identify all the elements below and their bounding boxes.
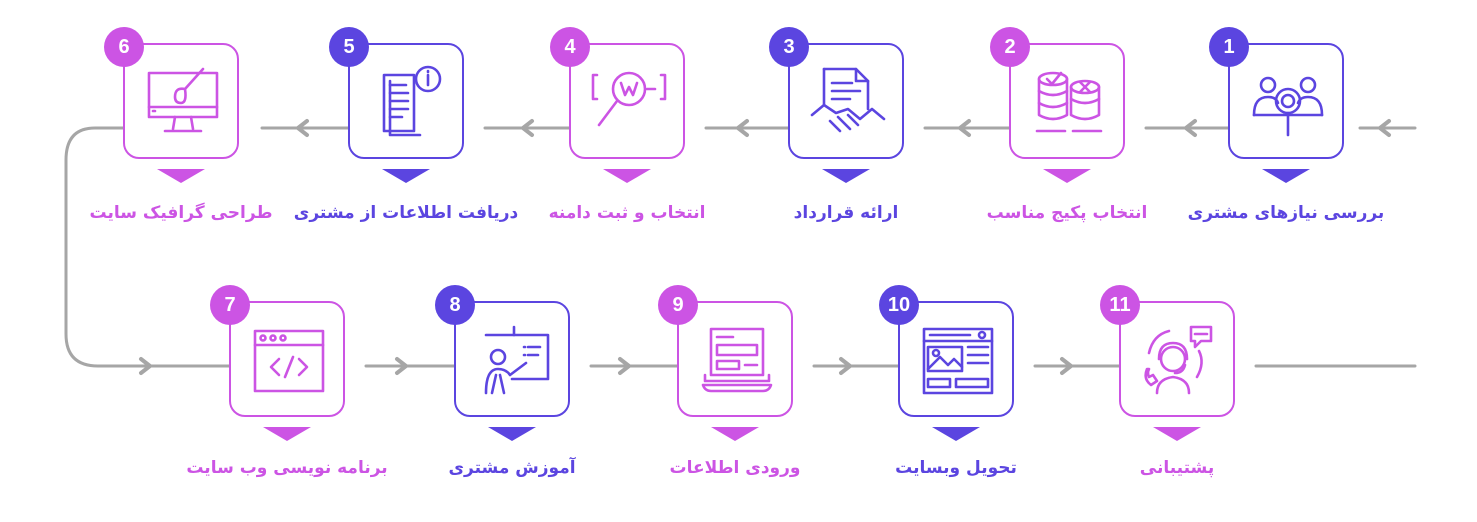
step-pointer bbox=[932, 427, 980, 441]
step-card bbox=[1009, 43, 1125, 159]
step-3: 3 bbox=[769, 27, 908, 208]
step-9: 9 bbox=[658, 285, 797, 466]
step-10: 10 bbox=[879, 285, 1018, 466]
laptop-form-icon bbox=[699, 323, 775, 399]
chevron-right-icon bbox=[618, 357, 631, 375]
step-pointer bbox=[488, 427, 536, 441]
step-pointer bbox=[157, 169, 205, 183]
step-7: 7 bbox=[210, 285, 349, 466]
chevron-right-icon bbox=[139, 357, 152, 375]
chevron-right-icon bbox=[839, 357, 852, 375]
step-number-badge: 5 bbox=[329, 27, 369, 67]
step-number-badge: 2 bbox=[990, 27, 1030, 67]
chevron-right-icon bbox=[1060, 357, 1073, 375]
step-card bbox=[569, 43, 685, 159]
step-pointer bbox=[822, 169, 870, 183]
step-card bbox=[454, 301, 570, 417]
step-2: 2 bbox=[990, 27, 1129, 208]
step-card bbox=[1119, 301, 1235, 417]
step-label: دریافت اطلاعات از مشتری bbox=[293, 203, 519, 223]
step-pointer bbox=[711, 427, 759, 441]
step-pointer bbox=[1153, 427, 1201, 441]
step-number-badge: 11 bbox=[1100, 285, 1140, 325]
step-6: 6 bbox=[104, 27, 243, 208]
step-number-badge: 7 bbox=[210, 285, 250, 325]
chevron-left-icon bbox=[296, 119, 309, 137]
coin-stacks-check-icon bbox=[1031, 65, 1107, 141]
step-number-badge: 10 bbox=[879, 285, 919, 325]
step-card bbox=[898, 301, 1014, 417]
document-info-icon bbox=[370, 65, 446, 141]
step-label: پشتیبانی bbox=[1139, 458, 1215, 478]
step-label: برنامه نویسی وب سایت bbox=[186, 458, 388, 478]
step-label: انتخاب پکیج مناسب bbox=[986, 203, 1148, 223]
step-card bbox=[1228, 43, 1344, 159]
step-number-badge: 1 bbox=[1209, 27, 1249, 67]
teacher-board-icon bbox=[476, 323, 552, 399]
chevron-left-icon bbox=[1378, 119, 1391, 137]
step-number-badge: 8 bbox=[435, 285, 475, 325]
step-pointer bbox=[603, 169, 651, 183]
step-label: ارائه قرارداد bbox=[793, 203, 899, 223]
step-1: 1 bbox=[1209, 27, 1348, 208]
step-label: ورودی اطلاعات bbox=[669, 458, 801, 478]
step-number-badge: 4 bbox=[550, 27, 590, 67]
step-card bbox=[677, 301, 793, 417]
step-pointer bbox=[1043, 169, 1091, 183]
chevron-left-icon bbox=[521, 119, 534, 137]
users-search-icon bbox=[1250, 65, 1326, 141]
step-label: آموزش مشتری bbox=[448, 458, 576, 478]
step-label: بررسی نیازهای مشتری bbox=[1187, 203, 1385, 223]
step-label: تحویل وبسایت bbox=[895, 458, 1017, 478]
chevron-left-icon bbox=[736, 119, 749, 137]
step-card bbox=[229, 301, 345, 417]
chevron-left-icon bbox=[958, 119, 971, 137]
step-4: 4 bbox=[550, 27, 689, 208]
step-card bbox=[123, 43, 239, 159]
step-pointer bbox=[263, 427, 311, 441]
code-window-icon bbox=[251, 323, 327, 399]
step-label: طراحی گرافیک سایت bbox=[89, 203, 273, 223]
step-number-badge: 9 bbox=[658, 285, 698, 325]
step-label: انتخاب و ثبت دامنه bbox=[548, 203, 706, 223]
chevron-right-icon bbox=[395, 357, 408, 375]
step-number-badge: 3 bbox=[769, 27, 809, 67]
step-card bbox=[788, 43, 904, 159]
contract-handshake-icon bbox=[810, 65, 886, 141]
monitor-brush-icon bbox=[145, 65, 221, 141]
step-8: 8 bbox=[435, 285, 574, 466]
website-layout-icon bbox=[920, 323, 996, 399]
step-5: 5 bbox=[329, 27, 468, 208]
support-agent-icon bbox=[1141, 323, 1217, 399]
chevron-left-icon bbox=[1184, 119, 1197, 137]
step-number-badge: 6 bbox=[104, 27, 144, 67]
domain-search-icon bbox=[591, 65, 667, 141]
step-card bbox=[348, 43, 464, 159]
step-11: 11 bbox=[1100, 285, 1239, 466]
step-pointer bbox=[382, 169, 430, 183]
step-pointer bbox=[1262, 169, 1310, 183]
